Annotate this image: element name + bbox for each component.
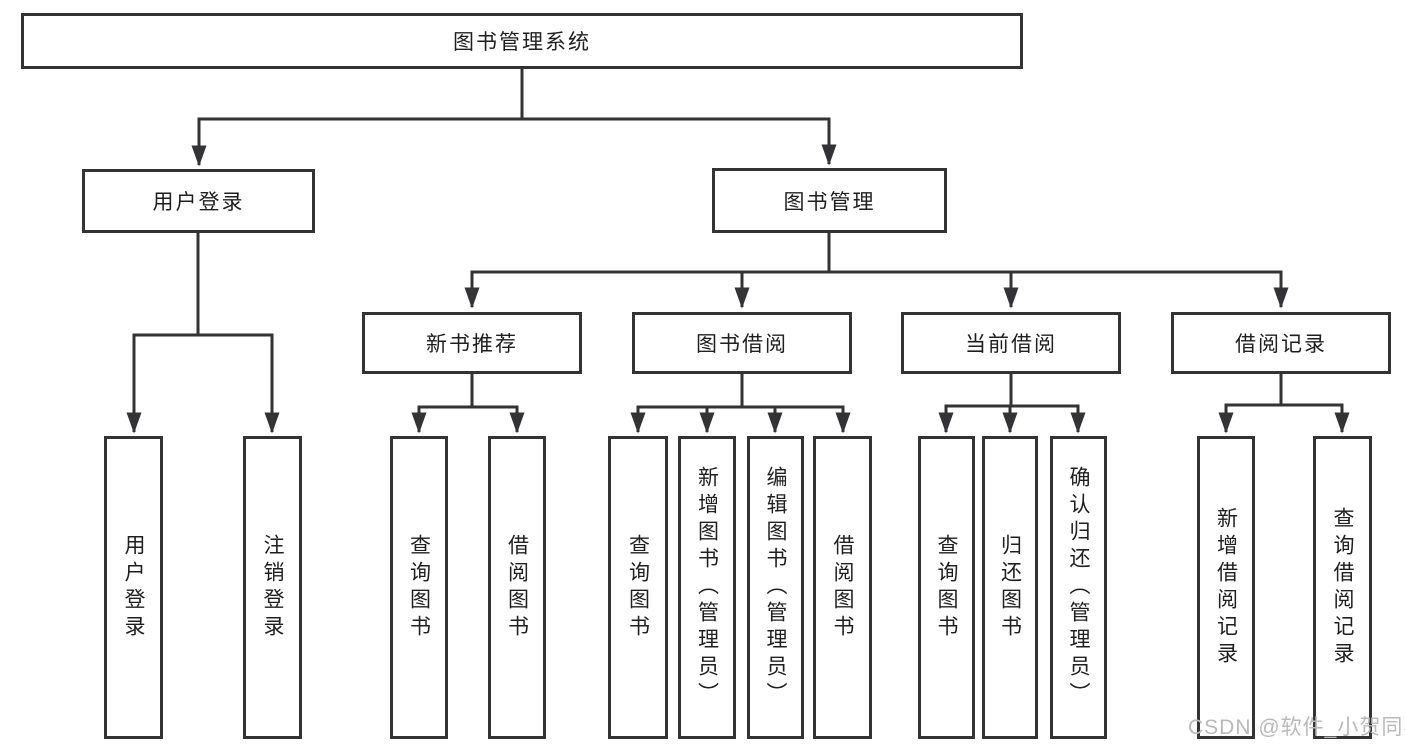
leaf-query-book-recommend: 查询图书 bbox=[390, 436, 448, 739]
node-label: 借阅记录 bbox=[1235, 333, 1327, 356]
leaf-user-login: 用户登录 bbox=[104, 436, 163, 739]
node-current-borrow: 当前借阅 bbox=[901, 312, 1121, 374]
node-root-library-management-system: 图书管理系统 bbox=[21, 13, 1023, 69]
leaf-label: 查询图书 bbox=[935, 533, 958, 642]
node-label: 图书管理系统 bbox=[453, 31, 591, 54]
leaf-borrow-book-recommend: 借阅图书 bbox=[488, 436, 546, 739]
leaf-label: 查询图书 bbox=[407, 533, 431, 642]
connector-borrow-record-branch bbox=[1218, 374, 1350, 434]
leaf-label: 用户登录 bbox=[122, 533, 145, 642]
node-borrow-record: 借阅记录 bbox=[1171, 312, 1391, 374]
connector-user-login-branch bbox=[126, 233, 280, 434]
leaf-label: 新增图书（管理员） bbox=[695, 466, 719, 709]
node-book-management: 图书管理 bbox=[712, 168, 947, 233]
leaf-label: 新增借阅记录 bbox=[1214, 506, 1238, 669]
leaf-label: 借阅图书 bbox=[831, 533, 854, 642]
node-label: 新书推荐 bbox=[426, 333, 518, 356]
leaf-confirm-return-admin: 确认归还（管理员） bbox=[1050, 436, 1107, 739]
leaf-query-book-borrow: 查询图书 bbox=[608, 436, 668, 739]
leaf-label: 归还图书 bbox=[998, 533, 1022, 642]
leaf-label: 借阅图书 bbox=[505, 533, 529, 642]
node-label: 当前借阅 bbox=[965, 333, 1057, 356]
node-label: 图书管理 bbox=[783, 190, 876, 214]
connector-root-to-level2 bbox=[191, 69, 837, 167]
connector-new-book-branch bbox=[411, 374, 525, 434]
node-label: 图书借阅 bbox=[696, 333, 788, 356]
leaf-borrow-book: 借阅图书 bbox=[813, 436, 872, 739]
leaf-query-book-current: 查询图书 bbox=[918, 436, 975, 739]
leaf-label: 查询图书 bbox=[626, 533, 650, 642]
leaf-add-book-admin: 新增图书（管理员） bbox=[678, 436, 736, 739]
leaf-label: 查询借阅记录 bbox=[1331, 506, 1354, 669]
leaf-return-book: 归还图书 bbox=[982, 436, 1038, 739]
node-label: 用户登录 bbox=[152, 191, 245, 214]
leaf-logout: 注销登录 bbox=[243, 436, 302, 739]
csdn-watermark: CSDN @软件_小贺同学 bbox=[1188, 716, 1405, 739]
node-book-borrow: 图书借阅 bbox=[632, 312, 852, 374]
node-new-book-recommend: 新书推荐 bbox=[362, 312, 582, 374]
leaf-edit-book-admin: 编辑图书（管理员） bbox=[747, 436, 804, 739]
node-user-login: 用户登录 bbox=[82, 169, 315, 233]
leaf-label: 编辑图书（管理员） bbox=[764, 466, 787, 709]
leaf-label: 确认归还（管理员） bbox=[1067, 466, 1090, 709]
leaf-label: 注销登录 bbox=[261, 533, 284, 642]
connector-current-borrow-branch bbox=[938, 374, 1086, 434]
connector-book-borrow-branch bbox=[630, 374, 851, 434]
leaf-add-borrow-record: 新增借阅记录 bbox=[1197, 436, 1255, 739]
connector-book-management-branch bbox=[464, 233, 1289, 309]
leaf-query-borrow-record: 查询借阅记录 bbox=[1313, 436, 1372, 739]
